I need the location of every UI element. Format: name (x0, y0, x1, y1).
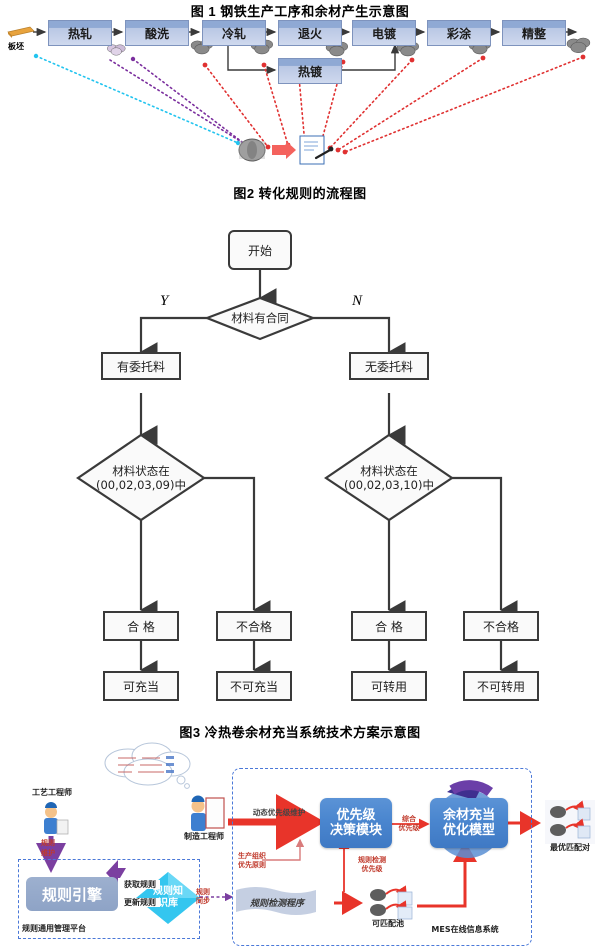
rule-sync-line1: 规则 (196, 888, 210, 896)
rule-maintain-line1: 规则 (41, 839, 55, 847)
stage-color-coating[interactable]: 彩涂 (427, 20, 491, 46)
matchable-pool-icon (370, 885, 413, 920)
figure-3-title: 图3 冷热卷余材充当系统技术方案示意图 (179, 725, 421, 740)
rule-platform-caption: 规则通用管理平台 (22, 924, 86, 933)
red-arrow-icon (272, 141, 296, 159)
rule-detect-priority-line2: 优先级 (361, 865, 383, 873)
stage-plating[interactable]: 电镀 (352, 20, 416, 46)
rule-detect-program-banner (236, 887, 316, 915)
flow-node-right-pass[interactable]: 合 格 (351, 611, 427, 641)
rule-maintain-line2: 维护 (41, 849, 55, 857)
figure-2-connectors (76, 270, 518, 680)
slab-label: 板坯 (8, 42, 24, 51)
mes-container (232, 768, 532, 946)
process-engineer-label: 工艺工程师 (32, 788, 72, 797)
flow-node-right-pass-result[interactable]: 可转用 (351, 671, 427, 701)
stage-hot-dip[interactable]: 热镀 (278, 58, 342, 84)
thought-cloud-icon (104, 742, 191, 789)
document-icon (299, 135, 334, 165)
figure-1-connectors (7, 26, 591, 165)
slab-icon (7, 26, 35, 38)
branch-label-yes: Y (160, 293, 169, 309)
decision-material-has-contract (203, 296, 317, 341)
flow-node-left-pass[interactable]: 合 格 (103, 611, 179, 641)
pool-to-model-arrow (417, 841, 477, 908)
composite-priority-line1: 综合 (402, 815, 416, 823)
rule-detect-program-label: 规则检测程序 (249, 898, 304, 909)
matchable-pool-label: 可匹配池 (372, 919, 404, 928)
priority-module-line1: 优先级 (336, 808, 376, 823)
flow-node-right-fail-result[interactable]: 不可转用 (463, 671, 539, 701)
flow-node-start[interactable]: 开始 (228, 230, 292, 270)
manufacturing-engineer-icon (191, 795, 225, 831)
best-match-pair-icon (545, 800, 595, 844)
update-rule-label: 更新规则 (120, 898, 160, 907)
rule-platform-container (18, 859, 200, 939)
branch-label-no: N (352, 293, 363, 309)
stage-pickling[interactable]: 酸洗 (125, 20, 189, 46)
flow-node-left-fail[interactable]: 不合格 (216, 611, 292, 641)
priority-module-line2: 决策模块 (329, 823, 382, 838)
composite-priority-line2: 优先级 (398, 824, 420, 832)
optimization-model-box[interactable]: 余材充当 优化模型 (430, 798, 508, 848)
figure-2-title: 图2 转化规则的流程图 (233, 186, 367, 201)
stage-finishing[interactable]: 精整 (502, 20, 566, 46)
figure-1-title: 图 1 钢铁生产工序和余材产生示意图 (190, 4, 410, 19)
rule-engine-box[interactable]: 规则引擎 (26, 877, 118, 911)
steel-coil-icon (238, 138, 266, 162)
figure-3-system-scheme: 图3 冷热卷余材充当系统技术方案示意图 (0, 720, 600, 950)
flow-node-has-entrusted-material[interactable]: 有委托料 (101, 352, 181, 380)
rule-detect-priority-line1: 规则检测 (358, 856, 386, 864)
figure-1-steel-process: 图 1 钢铁生产工序和余材产生示意图 (0, 0, 600, 175)
stage-hot-rolling[interactable]: 热轧 (48, 20, 112, 46)
optimization-model-line1: 余材充当 (442, 808, 495, 823)
decision-left-material-status (76, 433, 206, 522)
mes-caption: MES在线信息系统 (431, 925, 499, 934)
optimization-model-line2: 优化模型 (442, 823, 495, 838)
figure-2-conversion-rule-flowchart: 图2 转化规则的流程图 (0, 175, 600, 720)
flow-node-right-fail[interactable]: 不合格 (463, 611, 539, 641)
flow-node-left-pass-result[interactable]: 可充当 (103, 671, 179, 701)
production-org-line1: 生产组织 (238, 852, 266, 860)
process-engineer-icon (44, 802, 69, 835)
stage-cold-rolling[interactable]: 冷轧 (202, 20, 266, 46)
production-org-arrow (262, 838, 305, 861)
rule-sync-line2: 同步 (196, 897, 210, 905)
kb-line2: 识库 (158, 898, 178, 909)
best-match-pair-label: 最优匹配对 (550, 843, 590, 852)
rule-knowledge-base-label[interactable]: 规则知 识库 (140, 883, 196, 913)
manufacturing-engineer-label: 制造工程师 (184, 832, 224, 841)
stage-annealing[interactable]: 退火 (278, 20, 342, 46)
flow-node-left-fail-result[interactable]: 不可充当 (216, 671, 292, 701)
dynamic-priority-maintain-label: 动态优先级维护 (252, 808, 306, 817)
kb-line1: 规则知 (153, 886, 183, 897)
production-org-line2: 优先原则 (238, 861, 266, 869)
decision-right-material-status (324, 433, 454, 522)
get-rule-label: 获取规则 (120, 880, 160, 889)
priority-decision-module-box[interactable]: 优先级 决策模块 (320, 798, 392, 848)
flow-node-no-entrusted-material[interactable]: 无委托料 (349, 352, 429, 380)
